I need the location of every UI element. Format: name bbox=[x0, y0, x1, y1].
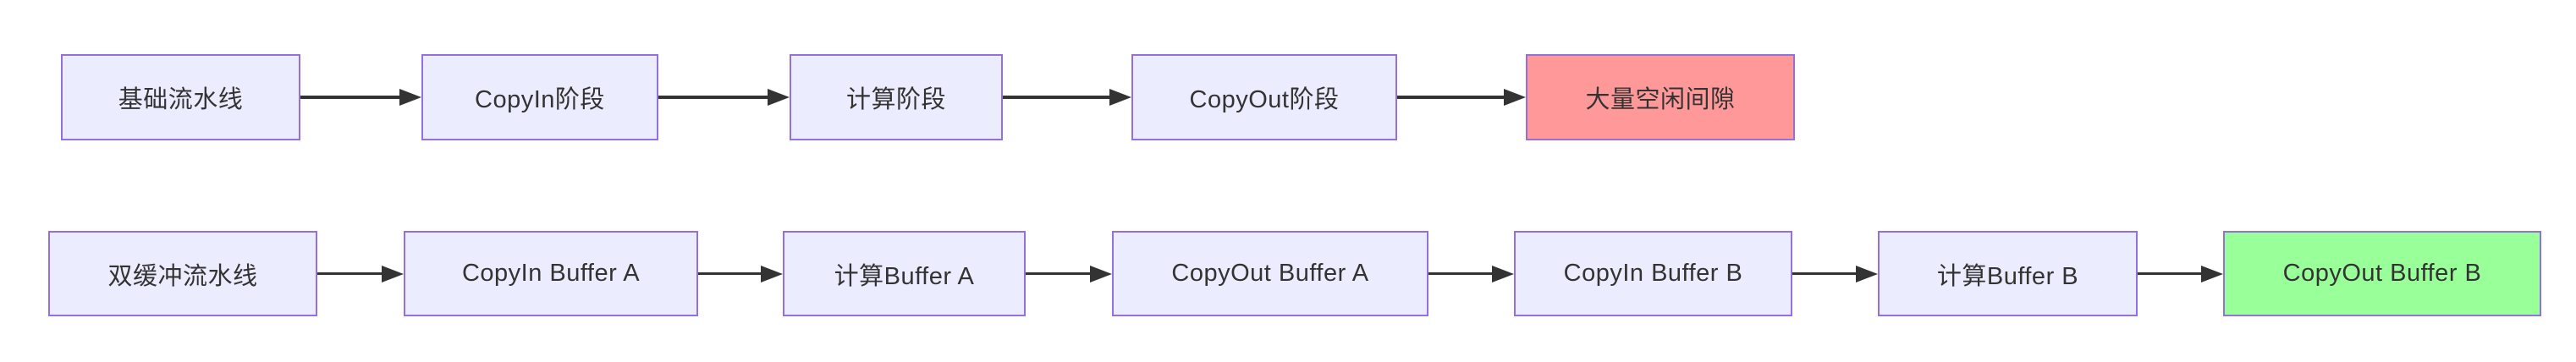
flow-node: 大量空闲间隙 bbox=[1526, 54, 1795, 140]
flow-node: CopyIn阶段 bbox=[421, 54, 658, 140]
flow-node-label: 基础流水线 bbox=[118, 86, 244, 113]
arrow-head-icon bbox=[761, 265, 783, 282]
arrow-line bbox=[317, 272, 383, 276]
flow-node: CopyIn Buffer B bbox=[1514, 231, 1792, 316]
flow-node: CopyOut Buffer A bbox=[1112, 231, 1428, 316]
arrow-line bbox=[1397, 96, 1505, 99]
arrow-head-icon bbox=[768, 89, 790, 106]
arrow-line bbox=[698, 272, 762, 276]
arrow-head-icon bbox=[1090, 265, 1112, 282]
arrow-head-icon bbox=[1492, 265, 1514, 282]
flow-node: CopyOut阶段 bbox=[1131, 54, 1397, 140]
flow-node: 基础流水线 bbox=[61, 54, 300, 140]
arrow-head-icon bbox=[1856, 265, 1878, 282]
arrow-head-icon bbox=[2201, 265, 2223, 282]
flow-node-label: 双缓冲流水线 bbox=[107, 262, 258, 290]
flow-node-label: 计算阶段 bbox=[845, 86, 946, 113]
arrow-head-icon bbox=[1504, 89, 1526, 106]
flow-node: CopyOut Buffer B bbox=[2223, 231, 2541, 316]
flow-node-label: 计算Buffer B bbox=[1936, 262, 2079, 290]
flow-node-label: 大量空闲间隙 bbox=[1585, 86, 1736, 113]
arrow-head-icon bbox=[382, 265, 404, 282]
arrow-head-icon bbox=[399, 89, 421, 106]
arrow-line bbox=[300, 96, 401, 99]
flow-node: 计算Buffer A bbox=[783, 231, 1026, 316]
arrow-line bbox=[1003, 96, 1111, 99]
flow-node-label: CopyIn Buffer A bbox=[461, 260, 641, 287]
flow-node-label: CopyOut Buffer B bbox=[2282, 260, 2482, 287]
arrow-line bbox=[1428, 272, 1494, 276]
flow-node: 双缓冲流水线 bbox=[48, 231, 317, 316]
flow-node-label: 计算Buffer A bbox=[834, 262, 975, 290]
flow-node: CopyIn Buffer A bbox=[404, 231, 698, 316]
arrow-head-icon bbox=[1109, 89, 1131, 106]
flow-node-label: CopyIn Buffer B bbox=[1563, 260, 1743, 287]
flow-node-label: CopyIn阶段 bbox=[475, 86, 605, 113]
arrow-line bbox=[1026, 272, 1092, 276]
flow-node: 计算阶段 bbox=[790, 54, 1003, 140]
arrow-line bbox=[2138, 272, 2203, 276]
flow-node: 计算Buffer B bbox=[1878, 231, 2138, 316]
flow-node-label: CopyOut阶段 bbox=[1189, 86, 1340, 113]
arrow-line bbox=[1792, 272, 1858, 276]
arrow-line bbox=[658, 96, 769, 99]
flow-node-label: CopyOut Buffer A bbox=[1171, 260, 1369, 287]
